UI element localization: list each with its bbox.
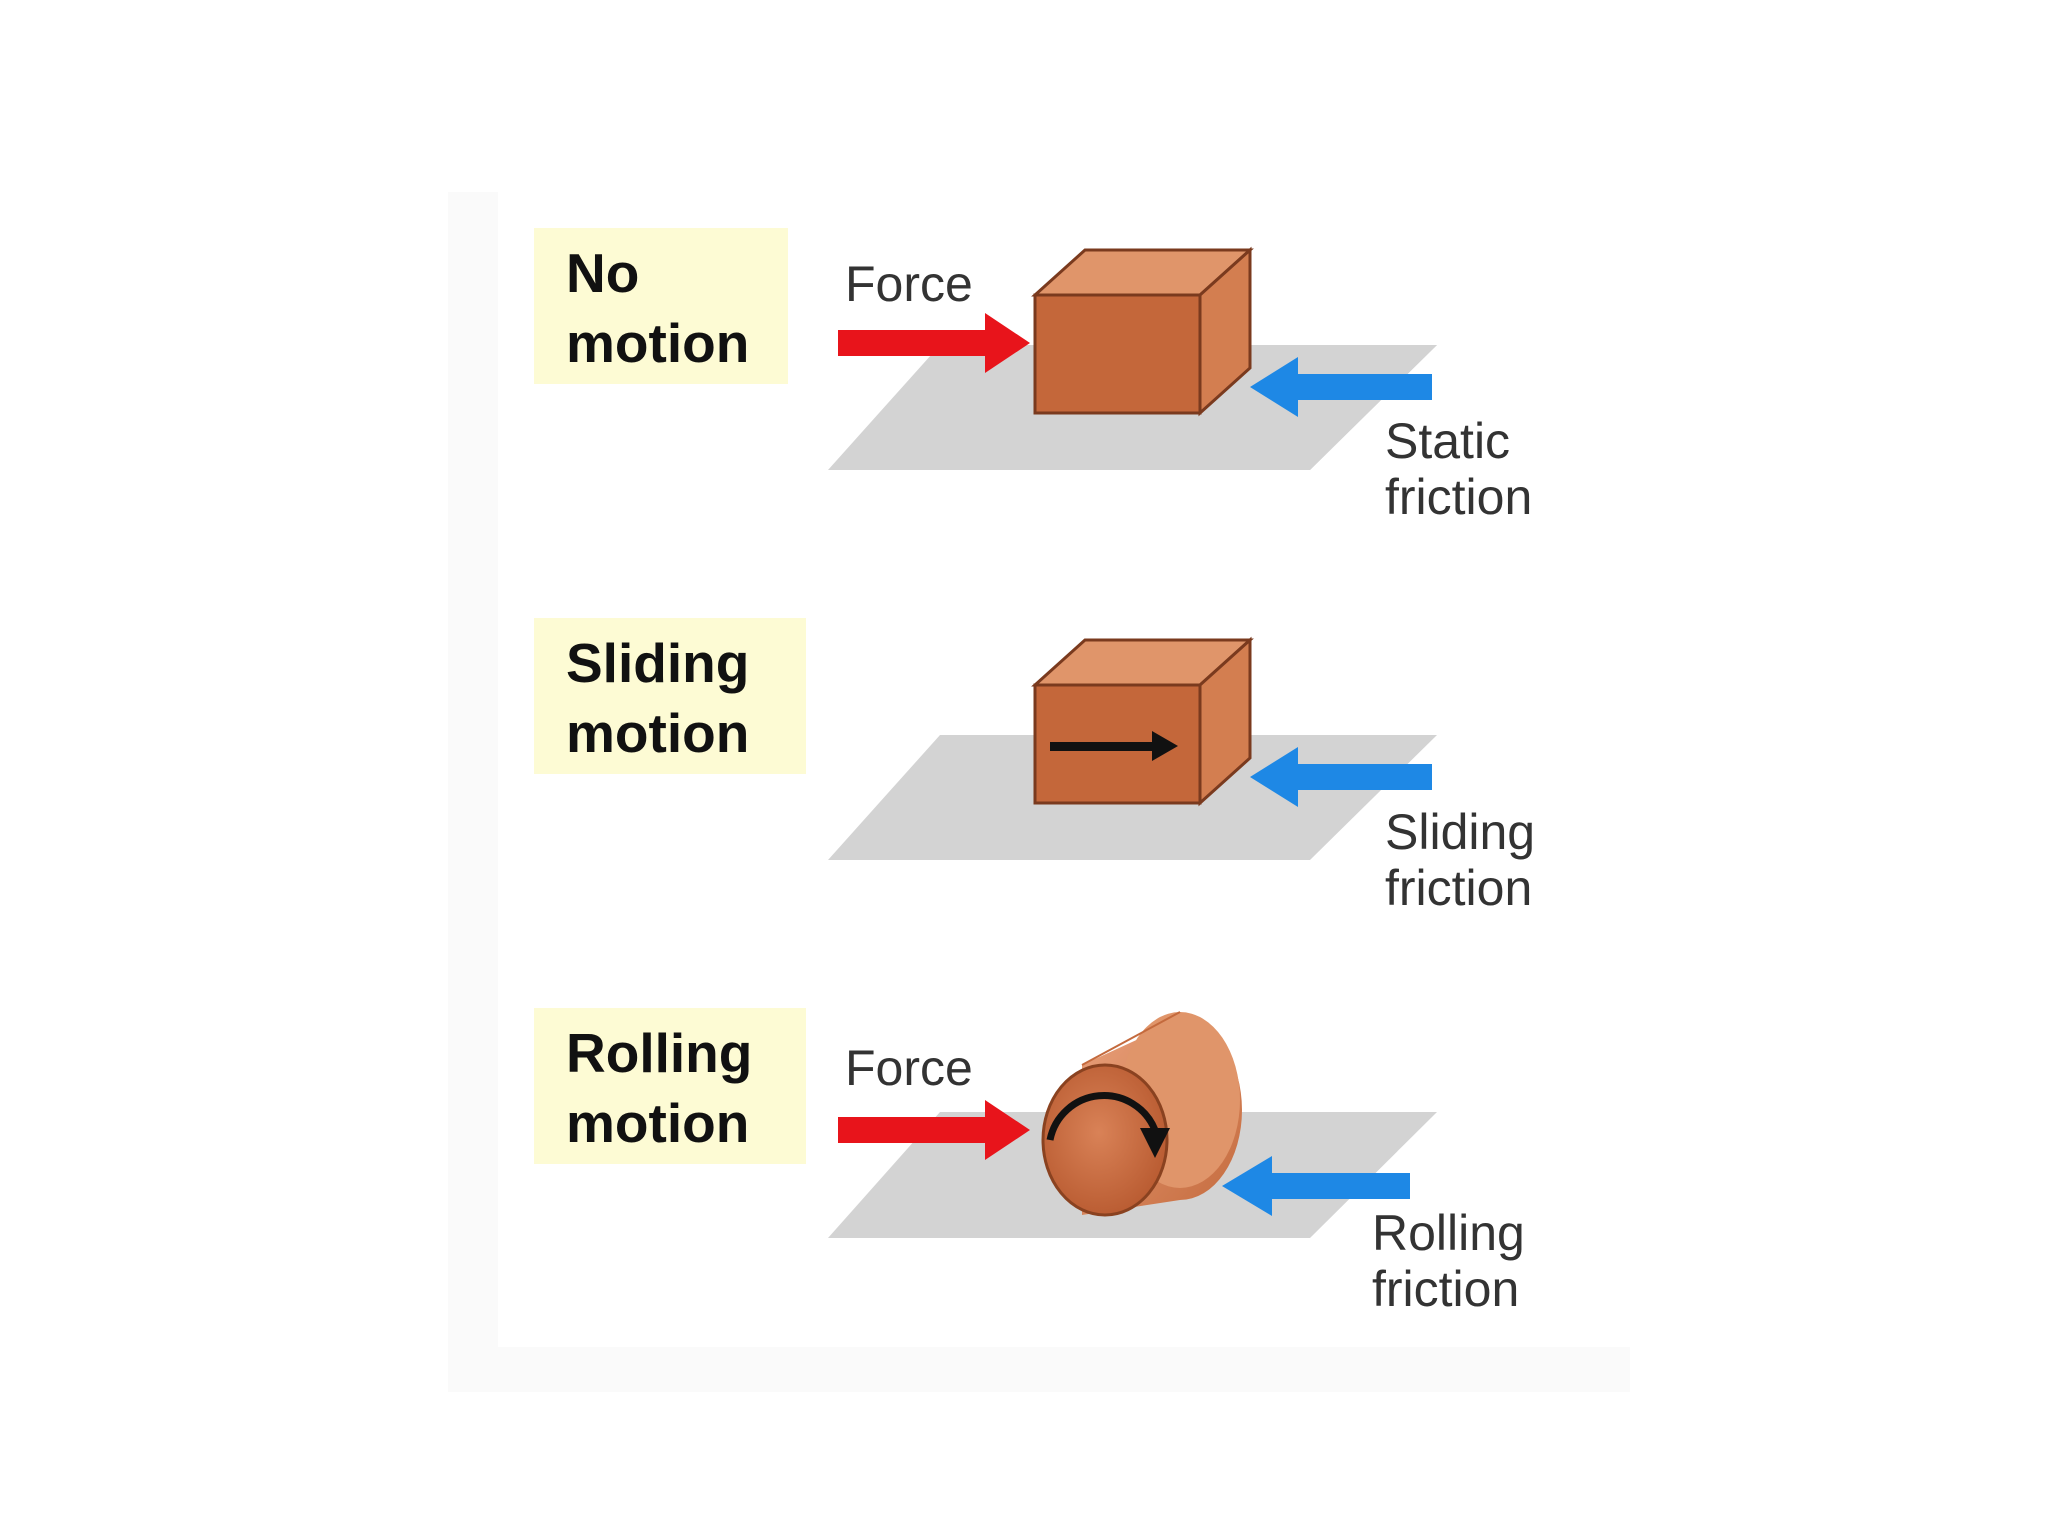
row-no-motion	[828, 246, 1437, 470]
motion-label-no-motion: No motion	[534, 228, 788, 384]
force-arrow-icon	[838, 1100, 1030, 1160]
box	[1031, 636, 1254, 807]
rotation-arrow-icon	[1046, 1092, 1170, 1158]
friction-arrow-icon	[1250, 747, 1432, 807]
friction-arrow-icon	[1222, 1156, 1410, 1216]
friction-label-line: friction	[1372, 1261, 1520, 1317]
friction-label-rolling: Rolling friction	[1372, 1205, 1525, 1317]
motion-arrow-icon	[1050, 731, 1178, 761]
motion-label-line: Sliding	[566, 632, 750, 694]
box	[1031, 246, 1254, 417]
friction-arrow-icon	[1250, 357, 1432, 417]
force-label: Force	[845, 256, 973, 312]
friction-label-line: friction	[1385, 469, 1533, 525]
row-rolling-motion	[828, 1011, 1437, 1238]
friction-label-line: Static	[1385, 413, 1511, 469]
force-label: Force	[845, 1040, 973, 1096]
friction-label-line: Rolling	[1372, 1205, 1525, 1261]
friction-label-line: Sliding	[1385, 804, 1536, 860]
row-sliding-motion	[828, 636, 1437, 860]
motion-label-line: motion	[566, 1092, 750, 1154]
motion-label-line: Rolling	[566, 1022, 753, 1084]
motion-label-line: motion	[566, 312, 750, 374]
motion-label-rolling-motion: Rolling motion	[534, 1008, 806, 1164]
motion-label-line: motion	[566, 702, 750, 764]
friction-label-static: Static friction	[1385, 413, 1532, 525]
motion-label-line: No	[566, 242, 640, 304]
motion-label-sliding-motion: Sliding motion	[534, 618, 806, 774]
friction-label-sliding: Sliding friction	[1385, 804, 1535, 916]
force-arrow-icon	[838, 313, 1030, 373]
friction-label-line: friction	[1385, 860, 1533, 916]
